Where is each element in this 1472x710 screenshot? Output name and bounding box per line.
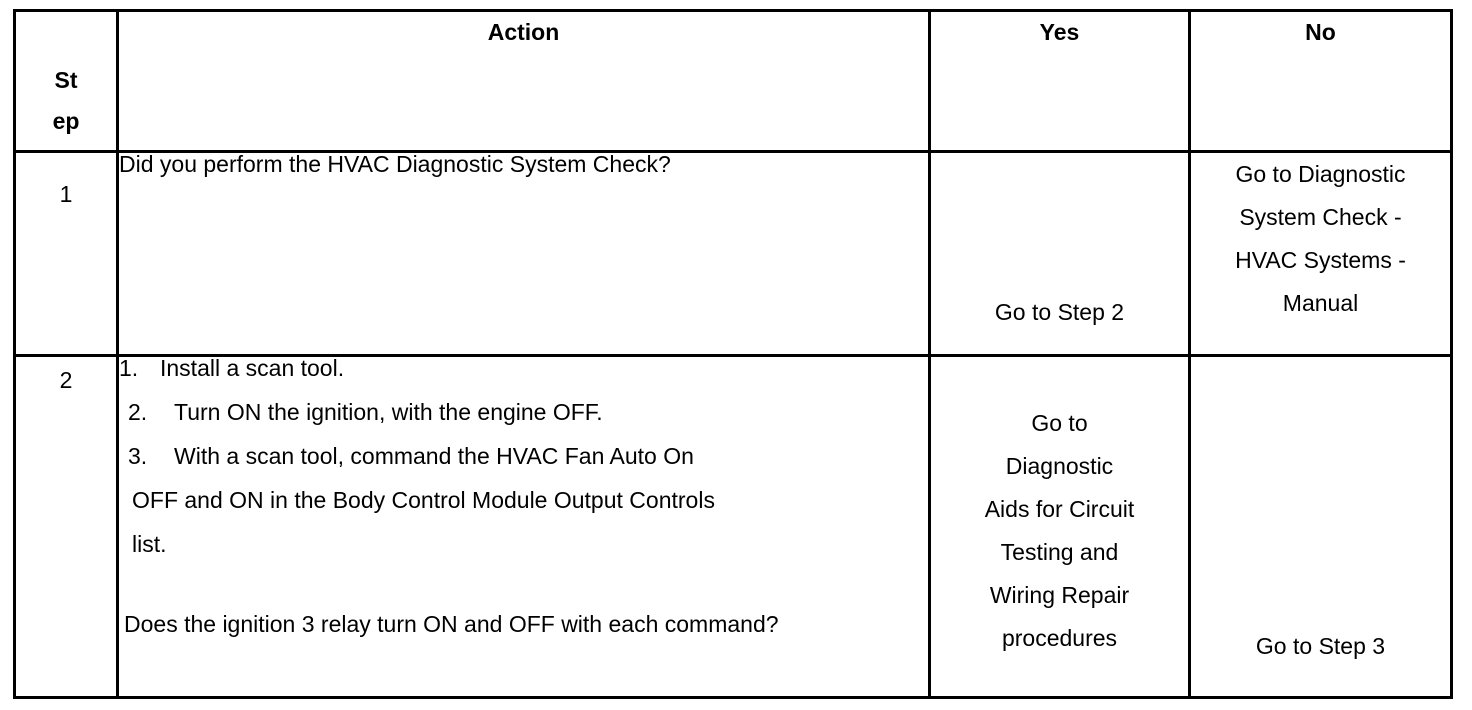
yes-result-text: Go to Diagnostic Aids for Circuit Testin… <box>931 357 1188 660</box>
no-cell: Go to Diagnostic System Check - HVAC Sys… <box>1188 150 1453 357</box>
yes-result-line: Wiring Repair <box>989 582 1130 608</box>
step-number-cell: 2 <box>13 354 119 699</box>
list-item-text: Install a scan tool. <box>160 355 345 381</box>
yes-cell: Go to Diagnostic Aids for Circuit Testin… <box>928 354 1191 699</box>
no-result-line: Go to Diagnostic <box>1235 161 1406 187</box>
yes-result-text: Go to Step 2 <box>994 299 1125 325</box>
column-header-step-line2: ep <box>52 108 80 134</box>
action-question: Did you perform the HVAC Diagnostic Syst… <box>119 151 671 177</box>
no-result-line: HVAC Systems - <box>1235 247 1406 273</box>
no-result-text: Go to Diagnostic System Check - HVAC Sys… <box>1191 153 1450 325</box>
step-number: 2 <box>59 367 73 393</box>
yes-result-line: Testing and <box>1000 539 1119 565</box>
yes-result-line: Go to <box>1031 410 1088 436</box>
yes-result-line: procedures <box>1001 625 1118 651</box>
action-cell: 1. Install a scan tool. 2. Turn ON the ign… <box>116 354 931 699</box>
column-header-no: No <box>1188 9 1453 153</box>
no-result-text: Go to Step 3 <box>1255 633 1386 659</box>
list-item-text: With a scan tool, command the HVAC Fan A… <box>174 443 694 469</box>
yes-result-line: Diagnostic <box>1005 453 1114 479</box>
no-cell: Go to Step 3 <box>1188 354 1453 699</box>
step-number-cell: 1 <box>13 150 119 357</box>
list-item: 2. Turn ON the ignition, with the engine … <box>119 401 928 424</box>
column-header-step-line1: St <box>54 67 78 93</box>
table-row: 1 Did you perform the HVAC Diagnostic Sy… <box>13 150 1453 357</box>
step-number: 1 <box>59 181 73 207</box>
list-item-text: Turn ON the ignition, with the engine OF… <box>174 399 603 425</box>
column-header-step: St ep <box>13 9 119 153</box>
column-header-action: Action <box>116 9 931 153</box>
column-header-yes: Yes <box>928 9 1191 153</box>
action-continuation-line: OFF and ON in the Body Control Module Ou… <box>132 487 715 513</box>
list-item: 1. Install a scan tool. <box>119 357 928 380</box>
list-item-marker: 1. <box>119 355 139 381</box>
diagnostic-procedure-table: St ep Action Yes No 1 Did you perform th… <box>13 9 1453 699</box>
action-continuation-line: list. <box>132 531 167 557</box>
list-item-marker: 3. <box>128 443 148 469</box>
table-header-row: St ep Action Yes No <box>13 9 1453 153</box>
table-row: 2 1. Install a scan tool. 2. Turn ON the i… <box>13 354 1453 699</box>
no-result-line: System Check - <box>1239 204 1402 230</box>
action-cell: Did you perform the HVAC Diagnostic Syst… <box>116 150 931 357</box>
list-item: 3. With a scan tool, command the HVAC Fan… <box>119 445 928 468</box>
action-step-list: 1. Install a scan tool. 2. Turn ON the ign… <box>119 357 928 468</box>
no-result-line: Manual <box>1282 290 1359 316</box>
list-item-marker: 2. <box>128 399 148 425</box>
action-question: Does the ignition 3 relay turn ON and OF… <box>124 611 779 637</box>
yes-result-line: Aids for Circuit <box>984 496 1135 522</box>
yes-cell: Go to Step 2 <box>928 150 1191 357</box>
